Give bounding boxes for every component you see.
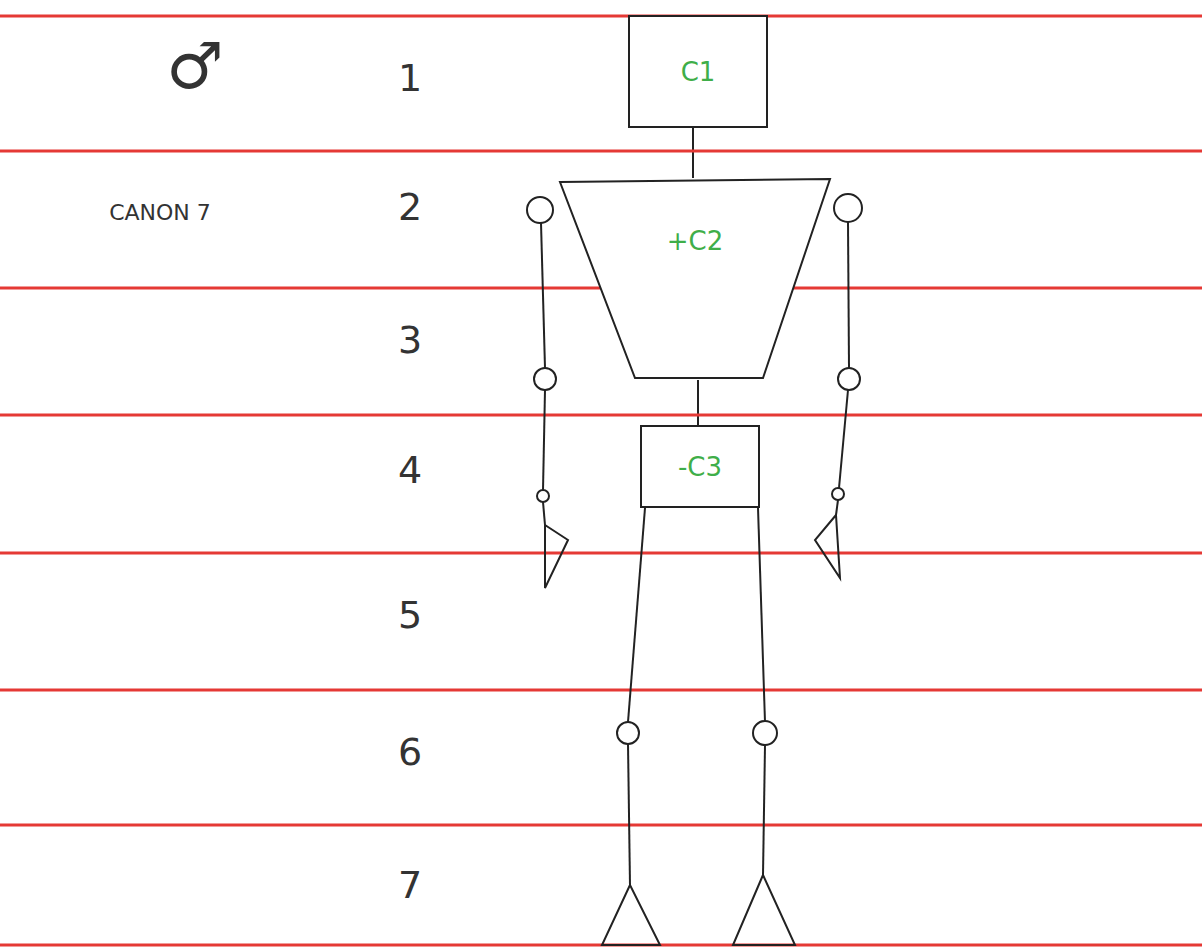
pelvis-box: -C3 <box>640 425 760 508</box>
row-number: 6 <box>398 730 422 774</box>
row-number: 5 <box>398 593 422 637</box>
body-connector <box>693 128 694 178</box>
row-number: 3 <box>398 318 422 362</box>
section-label: +C2 <box>667 226 723 256</box>
canon-label: CANON 7 <box>109 200 211 225</box>
row-number: 1 <box>398 56 422 100</box>
proportion-lines <box>0 16 1202 945</box>
body-connector <box>698 380 699 425</box>
section-label: C1 <box>681 57 716 87</box>
head-box: C1 <box>628 15 768 128</box>
row-number: 4 <box>398 448 422 492</box>
row-number: 7 <box>398 863 422 907</box>
row-number: 2 <box>398 185 422 229</box>
section-label: -C3 <box>678 452 722 482</box>
torso-trapezoid: +C2 <box>558 178 832 380</box>
gender-symbol: ♂ <box>166 29 223 103</box>
trapezoid-outline <box>558 178 832 380</box>
